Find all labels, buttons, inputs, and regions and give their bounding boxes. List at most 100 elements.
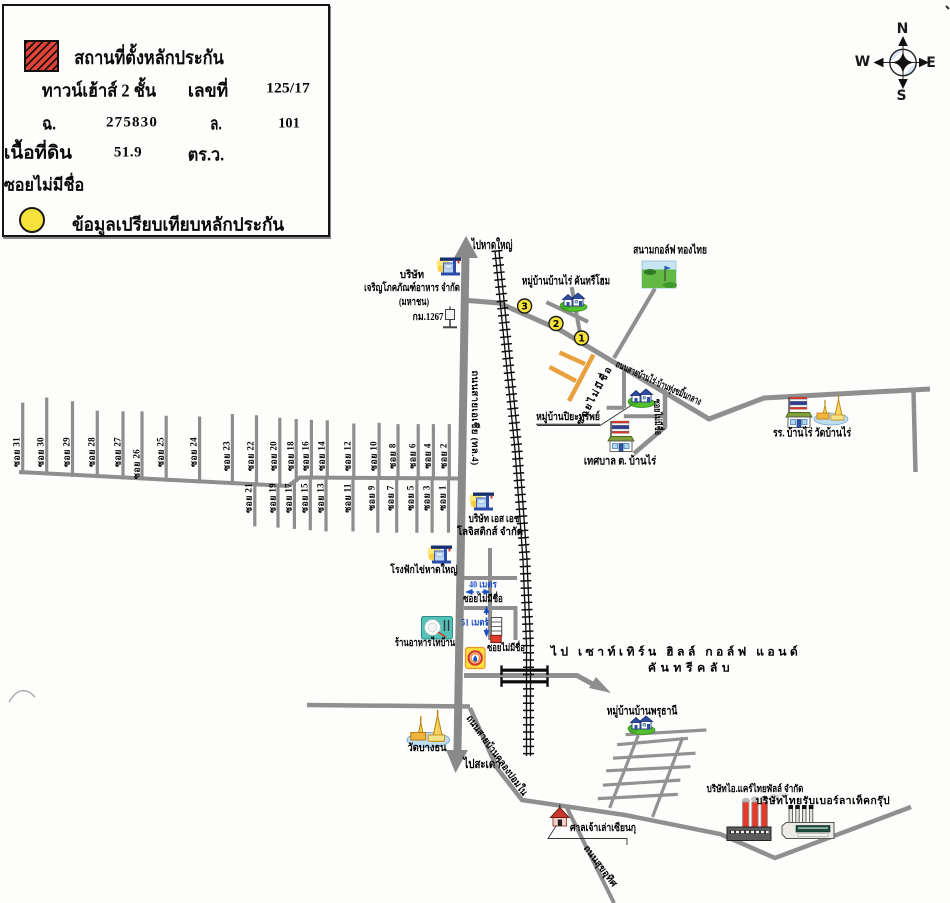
- label-soi-28: ซอย 28: [86, 436, 97, 468]
- scan-artifact-arc: [8, 689, 36, 703]
- legend-box: สถานที่ตั้งหลักประกัน ทาวน์เฮ้าส์ 2 ชั้น…: [2, 4, 330, 237]
- railway-segment: [494, 278, 506, 281]
- label-soi-26: ซอย 26: [131, 448, 141, 480]
- railway-segment: [497, 314, 510, 317]
- railway-segment: [506, 400, 518, 403]
- arrow-southeast: [589, 677, 611, 693]
- compass-e: E: [926, 54, 936, 71]
- label-golf-course: สนามกอล์ฟ ทองไทย: [633, 244, 707, 257]
- banrai-school-icon: [785, 396, 813, 429]
- railway-segment: [515, 500, 527, 504]
- legend-soi-note: ซอยไม่มีชื่อ: [3, 175, 85, 195]
- label-restaurant: ร้านอาหารไทบ้าน: [394, 637, 456, 649]
- label-soi-19: ซอย 19: [267, 482, 277, 514]
- measurement-arrows: [465, 589, 491, 638]
- compass-s: S: [896, 87, 907, 104]
- label-soi-31: ซอย 31: [11, 436, 22, 468]
- label-wat-bangthon: วัดบางธน: [407, 742, 447, 754]
- label-soi-18: ซอย 18: [285, 440, 296, 472]
- km-post-icon: [443, 306, 457, 329]
- label-main-road: ถนนสายเอเชีย (ทล.4): [468, 370, 479, 466]
- railway-segment: [492, 264, 504, 267]
- label-soi-17: ซอย 17: [283, 482, 294, 514]
- label-cp-line1: บริษัท: [399, 269, 425, 281]
- label-soi-2: ซอย 2: [438, 443, 449, 469]
- label-soi-1: ซอย 1: [437, 485, 448, 511]
- railway-segment: [509, 428, 521, 432]
- scan-artifact-tick: [945, 5, 950, 10]
- label-soi-10: ซอย 10: [368, 440, 379, 472]
- label-tessaban: เทศบาล ต. บ้านไร่: [583, 455, 657, 468]
- label-thairubber: บริษัทไทยรับเบอร์ลาเท็คกรุ๊ป: [755, 796, 891, 807]
- railway-segment: [514, 486, 526, 489]
- label-icare-factory: บริษัทไอ.แคร์ไทยพัลล์ จำกัด: [706, 783, 804, 795]
- restaurant-icon: [421, 616, 453, 640]
- hatchery-icon: [427, 545, 453, 564]
- railway-segment: [493, 271, 505, 274]
- label-soi-3: ซอย 3: [421, 485, 432, 511]
- subject-property-marker: [490, 634, 502, 643]
- railway-segment: [512, 457, 524, 460]
- comparable-2: 2: [553, 319, 560, 330]
- label-soi-27: ซอย 27: [112, 436, 122, 468]
- label-dist-51m: 51 เมตร: [461, 618, 489, 629]
- pruthani-village-icon: [627, 715, 656, 735]
- label-soi-24: ซอย 24: [188, 436, 199, 468]
- road-pruthani-grid: [597, 728, 707, 818]
- railway-segment: [504, 378, 516, 382]
- label-school-wat: รร. บ้านไร่ วัดบ้านไร่: [772, 426, 852, 439]
- label-pruthani: หมู่บ้านบ้านพรุธานี: [606, 704, 678, 717]
- label-soi-21: ซอย 21: [243, 482, 254, 514]
- label-soi-23: ซอย 23: [221, 440, 232, 472]
- railway-segment: [503, 371, 515, 375]
- wat-banrai-temple-icon: [813, 394, 849, 426]
- railway-segment: [510, 435, 522, 439]
- townhouse-row-icon: [490, 616, 503, 643]
- railway-segment: [492, 256, 504, 260]
- legend-area-unit: ตร.ว.: [187, 144, 225, 165]
- railway-segment: [515, 507, 527, 511]
- railway-segment: [508, 421, 520, 425]
- label-cp-line2: เจริญโภคภัณฑ์อาหาร จำกัด: [364, 282, 460, 294]
- label-soi-6: ซอย 6: [407, 443, 418, 469]
- road-countryhome-1: [545, 300, 589, 324]
- railway-crossing-gates: [500, 665, 549, 687]
- label-soi-tessaban: ซอยไม่มีชื่อ: [651, 398, 663, 436]
- label-soi-12: ซอย 12: [342, 440, 353, 472]
- legend-deed-label: ฉ.: [42, 113, 56, 134]
- road-sois: [21, 397, 451, 533]
- label-shrine: ศาลเจ้าเล่าเซียนกุ: [570, 822, 636, 834]
- compass-w: W: [854, 53, 871, 70]
- shrine-icon: [549, 804, 571, 827]
- railway-segment: [500, 335, 512, 339]
- road-banrai: [467, 298, 931, 422]
- railway-segment: [503, 364, 515, 367]
- railway-segment: [511, 450, 523, 453]
- legend-title: สถานที่ตั้งหลักประกัน: [74, 48, 224, 69]
- label-soi-22: ซอย 22: [245, 440, 256, 472]
- railway-segment: [516, 515, 528, 518]
- callout-lines: [537, 405, 632, 845]
- railway-segment: [507, 407, 519, 410]
- legend-land-label: ล.: [210, 113, 222, 134]
- label-soi-30: ซอย 30: [35, 436, 46, 468]
- road-soi-tessaban: [632, 392, 668, 456]
- comparable-3: 3: [521, 301, 528, 312]
- road-klongpom: [467, 707, 912, 861]
- road-east-branch: [911, 390, 918, 473]
- railway-segment: [505, 385, 517, 389]
- cp-factory-icon: [436, 257, 462, 276]
- railway-segment: [495, 285, 507, 289]
- label-soi-7: ซอย 7: [385, 485, 396, 511]
- compass-rose: [873, 36, 929, 89]
- thairubber-factory-icon: [781, 805, 835, 839]
- label-soi-11: ซอย 11: [342, 483, 352, 513]
- legend-area-label: เนื้อที่ดิน: [3, 142, 73, 163]
- label-soi-16: ซอย 16: [300, 440, 311, 472]
- legend-area-value: 51.9: [113, 144, 143, 161]
- label-cp-line3: (มหาชน): [398, 296, 430, 308]
- railway-segment: [491, 249, 503, 253]
- road-golf-access: [612, 287, 657, 360]
- label-soi-8: ซอย 8: [387, 443, 397, 469]
